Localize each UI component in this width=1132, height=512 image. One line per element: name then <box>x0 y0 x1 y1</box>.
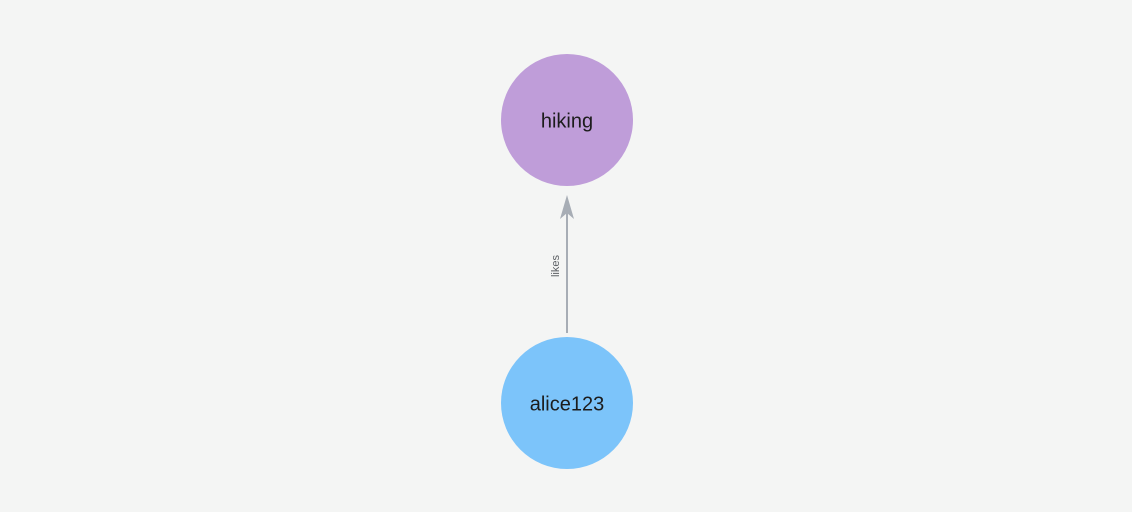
node-circle-hiking[interactable] <box>501 54 633 186</box>
node-label-hiking: hiking <box>541 110 593 132</box>
graph-node-alice123[interactable]: alice123 <box>501 337 633 469</box>
edge-label-likes: likes <box>550 255 562 278</box>
graph-edge-alice123-likes-hiking[interactable]: likes <box>550 195 574 333</box>
node-circle-alice123[interactable] <box>501 337 633 469</box>
graph-node-hiking[interactable]: hiking <box>501 54 633 186</box>
edge-arrowhead-icon <box>560 195 574 219</box>
node-label-alice123: alice123 <box>530 393 605 415</box>
